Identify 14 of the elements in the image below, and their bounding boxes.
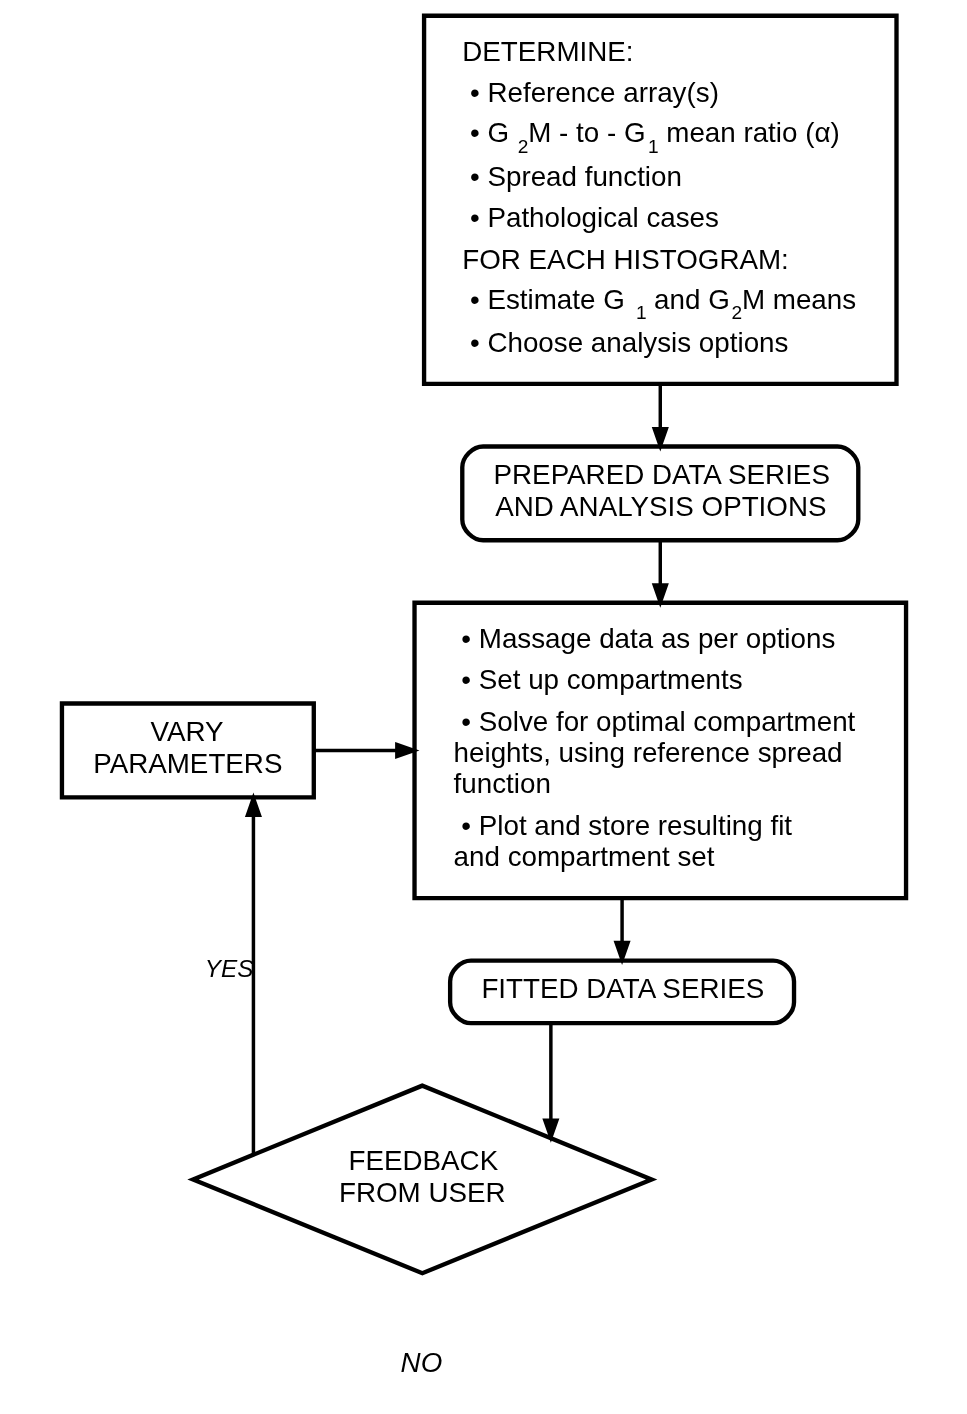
node-box: FITTED DATA SERIES [447,958,796,1026]
arrow [651,384,669,452]
arrow [541,1023,559,1143]
arrow [313,741,419,759]
label: NO [400,1346,442,1378]
node-box: DETERMINE: • Reference array(s) • G$_{2}$M - to - G$_{1}$ mean ratio (α) • Spread function • Pathological cases FOR EACH HISTOGRAM: • Estimate G$_{1}$ and G$_{2}$M means • Choose analysis options [421,13,899,387]
edge-label: YES [204,954,253,982]
arrow [244,792,262,1155]
node-box: • Massage data as per options • Set up compartments • Solve for optimal compartment heights, using reference spread function • Plot and store resulting fit and compartment set [411,600,908,901]
node-box: PREPARED DATA SERIES AND ANALYSIS OPTIONS [459,444,860,543]
arrow [651,540,669,608]
arrow [613,898,631,966]
node-box: VARY PARAMETERS [59,701,316,800]
node-diamond: FEEDBACK FROM USER [186,1083,657,1276]
